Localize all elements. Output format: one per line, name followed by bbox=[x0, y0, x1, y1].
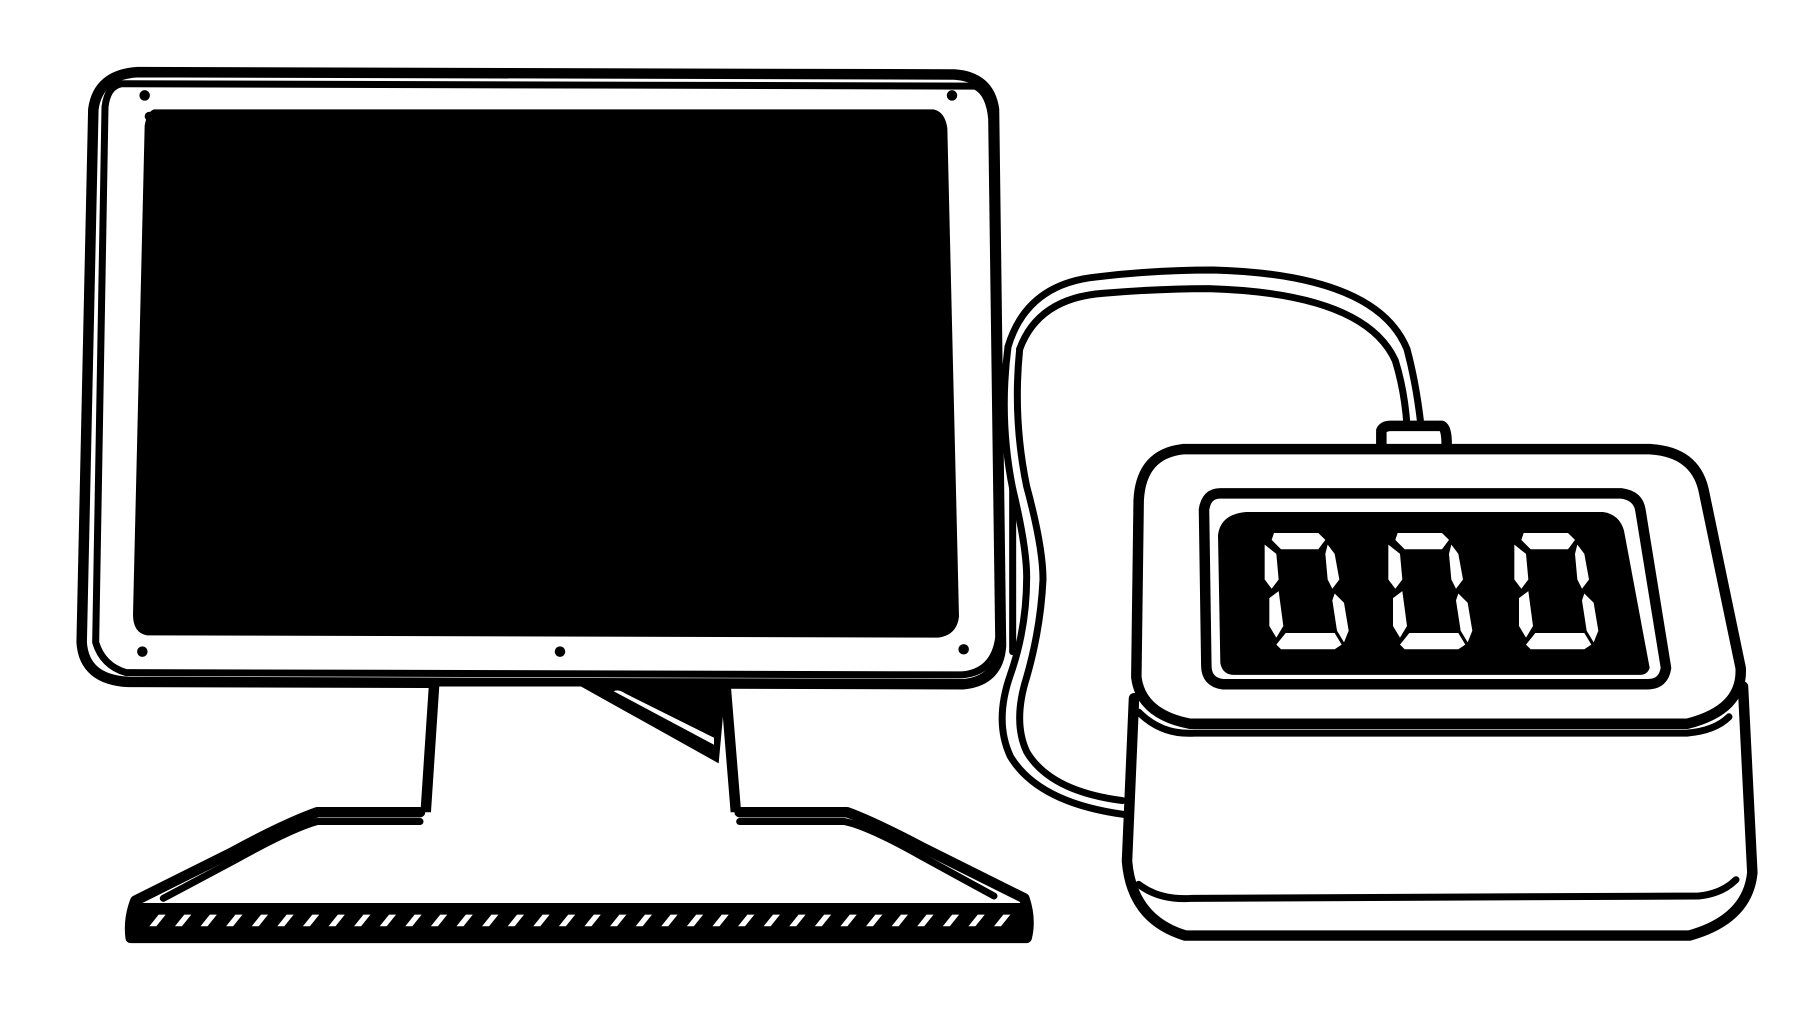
digit-segment bbox=[1332, 593, 1349, 643]
vent-slot bbox=[968, 914, 985, 927]
monitor-screen bbox=[133, 109, 959, 638]
vent-slot bbox=[661, 914, 678, 927]
vent-slot bbox=[584, 914, 601, 927]
monitor bbox=[76, 66, 1034, 944]
vent-slot bbox=[277, 914, 294, 927]
digit-segment bbox=[1400, 633, 1466, 650]
vent-slot bbox=[507, 914, 525, 927]
vent-slot bbox=[840, 914, 857, 927]
vent-slot bbox=[533, 914, 550, 927]
digit-segment bbox=[1521, 532, 1575, 550]
vent-slot bbox=[635, 914, 652, 927]
screw-icon bbox=[554, 646, 566, 657]
vent-slot bbox=[482, 914, 499, 927]
vent-slot bbox=[200, 914, 217, 927]
vent-slot bbox=[456, 914, 473, 927]
digit-segment bbox=[1388, 544, 1403, 589]
screw-icon bbox=[137, 646, 148, 657]
screw-icon bbox=[958, 644, 969, 655]
vent-slot bbox=[738, 914, 755, 927]
vent-slot bbox=[866, 914, 883, 927]
monitor-stand-shadow bbox=[581, 686, 726, 764]
base-top-line bbox=[159, 818, 998, 902]
monitor-stand-highlight bbox=[613, 690, 714, 745]
vent-slot bbox=[789, 914, 806, 927]
vent-slot bbox=[686, 914, 704, 927]
digit-segment bbox=[1264, 544, 1279, 589]
vent-slot bbox=[712, 914, 729, 927]
vent-slot bbox=[610, 914, 627, 927]
keyboard-vent-strip bbox=[131, 902, 1029, 938]
vent-slot bbox=[174, 914, 192, 927]
cable-plug bbox=[1376, 420, 1452, 450]
digit-segment bbox=[1575, 544, 1589, 589]
vent-slot bbox=[558, 914, 576, 927]
vent-slot bbox=[994, 914, 1011, 927]
vent-slot bbox=[354, 914, 371, 927]
monitor-bezel-inner bbox=[92, 80, 1003, 679]
digit-segment bbox=[1449, 544, 1463, 589]
digit-segment bbox=[1456, 593, 1473, 643]
digit-segment bbox=[1269, 591, 1284, 638]
screw-icon bbox=[946, 90, 958, 101]
screw-icon bbox=[144, 111, 154, 122]
digit-segment bbox=[1395, 532, 1449, 550]
vent-slot bbox=[891, 914, 908, 927]
vent-slot bbox=[251, 914, 269, 927]
vent-slot bbox=[814, 914, 832, 927]
vent-slot bbox=[149, 914, 166, 927]
vent-slot bbox=[405, 914, 422, 927]
cable bbox=[998, 266, 1452, 819]
counter-body-lower bbox=[1121, 681, 1758, 941]
digit-segment bbox=[1271, 532, 1326, 550]
vent-slot bbox=[379, 914, 397, 927]
digit-segment bbox=[1519, 591, 1533, 638]
vent-slot bbox=[328, 914, 345, 927]
vent-slot bbox=[430, 914, 448, 927]
vent-slot bbox=[302, 914, 320, 927]
digit-segment bbox=[1514, 544, 1529, 589]
counter-device bbox=[1121, 443, 1758, 941]
screw-icon bbox=[139, 90, 150, 101]
vent-slot bbox=[226, 914, 243, 927]
digit-segment bbox=[1526, 633, 1592, 650]
vent-slots bbox=[149, 914, 1011, 927]
vent-slot bbox=[917, 914, 934, 927]
vent-slot bbox=[942, 914, 960, 927]
digit-segment bbox=[1582, 593, 1599, 643]
digit-segment bbox=[1325, 544, 1340, 589]
vent-slot bbox=[763, 914, 780, 927]
seven-segment-digits bbox=[1264, 532, 1599, 650]
digit-segment bbox=[1276, 633, 1342, 650]
digit-segment bbox=[1393, 591, 1407, 638]
